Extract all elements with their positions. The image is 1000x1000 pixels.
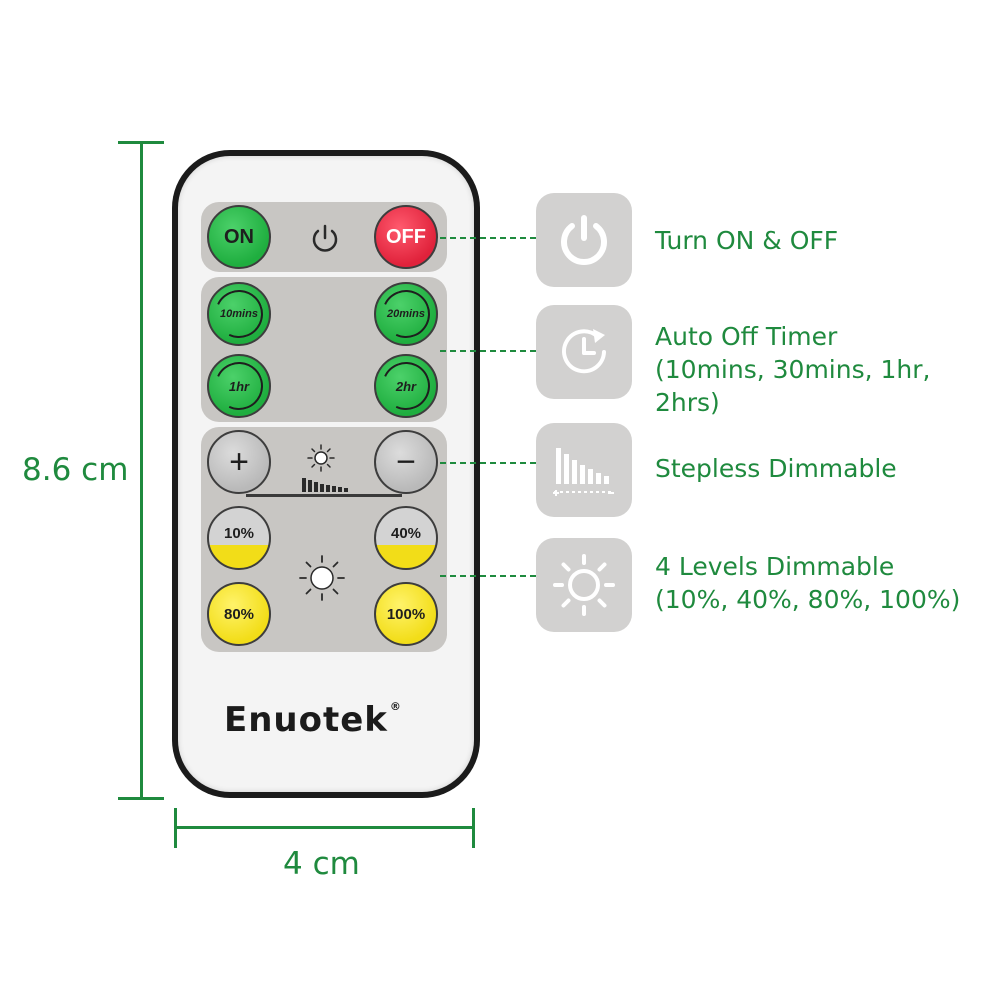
level-80-button[interactable]: 80% — [207, 582, 271, 646]
timer-arrow-icon — [376, 356, 436, 416]
timer-connector — [440, 350, 536, 352]
height-dimension-line — [140, 142, 143, 798]
on-button[interactable]: ON — [207, 205, 271, 269]
feature-power-text: Turn ON & OFF — [655, 224, 838, 257]
timer-2hr-button[interactable]: 2hr — [374, 354, 438, 418]
width-dimension-line — [175, 826, 475, 829]
brightness-down-button[interactable]: − — [374, 430, 438, 494]
registered-mark: ® — [389, 700, 402, 713]
timer-1hr-button[interactable]: 1hr — [207, 354, 271, 418]
levels-connector — [440, 575, 536, 577]
level-40-button[interactable]: 40% — [374, 506, 438, 570]
width-dimension-cap-left — [174, 808, 177, 848]
feature-stepless-text: Stepless Dimmable — [655, 452, 897, 485]
brightness-small-icon — [307, 444, 335, 472]
feature-levels-detail: (10%, 40%, 80%, 100%) — [655, 585, 961, 614]
dimming-scale-icon — [302, 478, 348, 492]
width-dimension-cap-right — [472, 808, 475, 848]
timer-1hr-label: 1hr — [228, 378, 250, 394]
brand-logo: Enuotek® — [224, 700, 434, 740]
height-dimension-label: 8.6 cm — [22, 452, 129, 488]
timer-20mins-label: 20mins — [387, 308, 425, 320]
levels-feature-tile — [536, 538, 632, 632]
stepless-dimming-icon — [553, 448, 614, 496]
power-icon — [561, 215, 607, 265]
feature-timer-detail: (10mins, 30mins, 1hr, 2hrs) — [655, 355, 931, 417]
brightness-large-icon — [299, 555, 345, 601]
timer-icon — [562, 329, 606, 374]
brand-name: Enuotek — [224, 700, 388, 740]
timer-10mins-button[interactable]: 10mins — [207, 282, 271, 346]
feature-timer-text: Auto Off Timer (10mins, 30mins, 1hr, 2hr… — [655, 320, 1000, 419]
timer-20mins-button[interactable]: 20mins — [374, 282, 438, 346]
timer-arrow-icon — [376, 284, 436, 344]
feature-power-title: Turn ON & OFF — [655, 226, 839, 255]
stepless-connector — [440, 462, 536, 464]
feature-levels-title: 4 Levels Dimmable — [655, 552, 895, 581]
timer-arrow-icon — [209, 356, 269, 416]
level-100-button[interactable]: 100% — [374, 582, 438, 646]
height-dimension-cap-top — [118, 141, 164, 144]
power-feature-tile — [536, 193, 632, 287]
feature-stepless-title: Stepless Dimmable — [655, 454, 897, 483]
timer-10mins-label: 10mins — [220, 308, 258, 320]
feature-timer-title: Auto Off Timer — [655, 322, 838, 351]
level-10-button[interactable]: 10% — [207, 506, 271, 570]
brightness-icon — [553, 554, 615, 616]
timer-2hr-label: 2hr — [395, 378, 417, 394]
dimming-divider — [246, 494, 402, 497]
width-dimension-label: 4 cm — [283, 846, 360, 882]
timer-feature-tile — [536, 305, 632, 399]
stepless-feature-tile — [536, 423, 632, 517]
height-dimension-cap-bottom — [118, 797, 164, 800]
power-icon — [312, 224, 338, 252]
off-button[interactable]: OFF — [374, 205, 438, 269]
timer-arrow-icon — [209, 284, 269, 344]
feature-levels-text: 4 Levels Dimmable (10%, 40%, 80%, 100%) — [655, 550, 960, 616]
power-connector — [440, 237, 536, 239]
brightness-up-button[interactable]: + — [207, 430, 271, 494]
